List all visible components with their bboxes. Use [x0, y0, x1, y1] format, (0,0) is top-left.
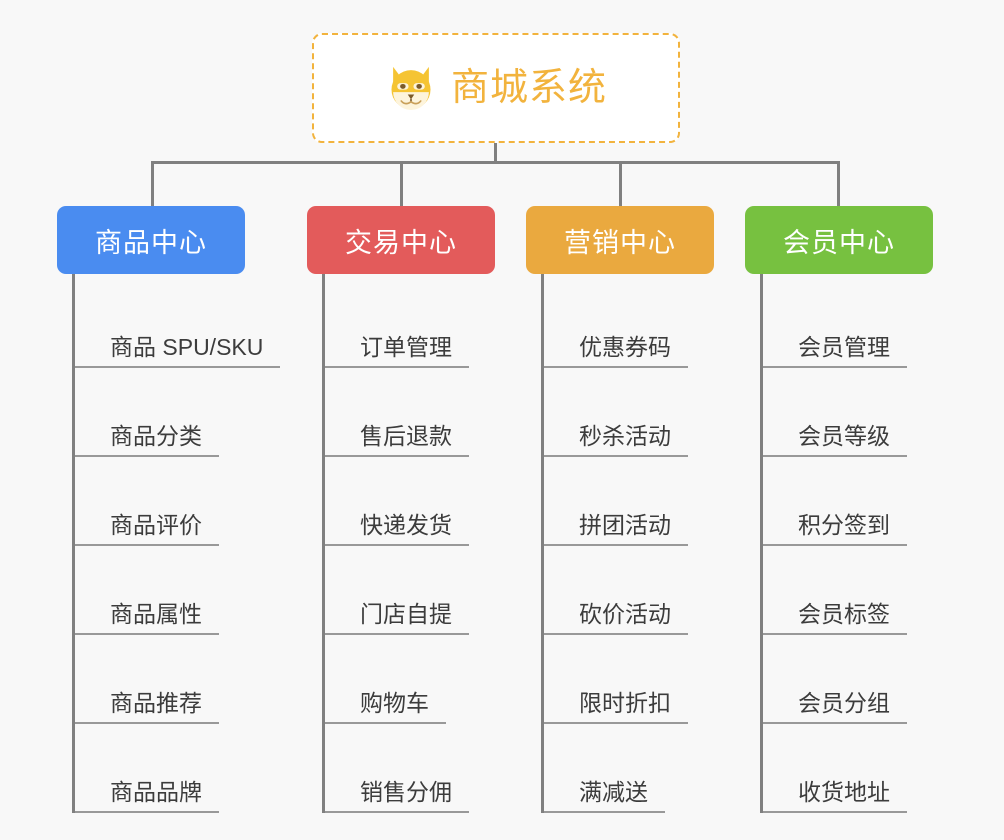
- list-item-label: 购物车: [360, 690, 429, 717]
- category-header-label: 商品中心: [95, 227, 207, 258]
- leaf-underline: [75, 811, 219, 813]
- list-item-label: 商品属性: [110, 601, 202, 628]
- list-item[interactable]: 会员标签: [763, 546, 933, 635]
- leaf-underline: [75, 366, 280, 368]
- leaf-list-member-center: 会员管理 会员等级 积分签到 会员标签 会员分组 收货地址: [760, 274, 933, 813]
- category-header-marketing-center[interactable]: 营销中心: [526, 206, 714, 274]
- list-item[interactable]: 满减送: [544, 724, 714, 813]
- connector-horizontal-bar: [151, 161, 840, 164]
- leaf-underline: [763, 633, 907, 635]
- branch-column-marketing-center: 营销中心 优惠券码 秒杀活动 拼团活动 砍价活动 限时折扣: [526, 206, 714, 813]
- list-item-label: 快递发货: [360, 512, 452, 539]
- branch-column-product-center: 商品中心 商品 SPU/SKU 商品分类 商品评价 商品属性 商品推荐: [57, 206, 280, 813]
- list-item-label: 满减送: [579, 779, 648, 806]
- list-item[interactable]: 商品 SPU/SKU: [75, 279, 280, 368]
- list-item-label: 门店自提: [360, 601, 452, 628]
- leaf-underline: [325, 455, 469, 457]
- list-item[interactable]: 会员分组: [763, 635, 933, 724]
- list-item[interactable]: 商品评价: [75, 457, 263, 546]
- list-item-label: 售后退款: [360, 423, 452, 450]
- list-item[interactable]: 收货地址: [763, 724, 933, 813]
- leaf-underline: [763, 366, 907, 368]
- category-header-member-center[interactable]: 会员中心: [745, 206, 933, 274]
- list-item[interactable]: 商品品牌: [75, 724, 263, 813]
- list-item-label: 秒杀活动: [579, 423, 671, 450]
- leaf-underline: [75, 455, 219, 457]
- list-item-label: 限时折扣: [579, 690, 671, 717]
- category-header-product-center[interactable]: 商品中心: [57, 206, 245, 274]
- list-item[interactable]: 拼团活动: [544, 457, 714, 546]
- list-item[interactable]: 门店自提: [325, 546, 495, 635]
- connector-drop-to-trade-center: [400, 161, 403, 206]
- list-item-label: 商品 SPU/SKU: [110, 334, 264, 361]
- leaf-underline: [325, 544, 469, 546]
- leaf-underline: [544, 455, 688, 457]
- list-item-label: 会员标签: [798, 601, 890, 628]
- list-item[interactable]: 限时折扣: [544, 635, 714, 724]
- list-item-label: 砍价活动: [579, 601, 671, 628]
- list-item[interactable]: 会员等级: [763, 368, 933, 457]
- list-item[interactable]: 订单管理: [325, 279, 495, 368]
- leaf-list-product-center: 商品 SPU/SKU 商品分类 商品评价 商品属性 商品推荐 商品品牌: [72, 274, 280, 813]
- list-item-label: 优惠券码: [579, 334, 671, 361]
- leaf-underline: [325, 722, 446, 724]
- list-item-label: 会员等级: [798, 423, 890, 450]
- leaf-underline: [763, 455, 907, 457]
- leaf-underline: [763, 811, 907, 813]
- list-item-label: 商品推荐: [110, 690, 202, 717]
- list-item-label: 收货地址: [798, 779, 890, 806]
- leaf-underline: [325, 811, 469, 813]
- connector-drop-to-member-center: [837, 161, 840, 206]
- connector-drop-to-product-center: [151, 161, 154, 206]
- category-header-label: 会员中心: [783, 227, 895, 258]
- leaf-underline: [763, 544, 907, 546]
- list-item-label: 积分签到: [798, 512, 890, 539]
- leaf-underline: [325, 366, 469, 368]
- list-item[interactable]: 会员管理: [763, 279, 933, 368]
- list-item[interactable]: 积分签到: [763, 457, 933, 546]
- list-item-label: 会员分组: [798, 690, 890, 717]
- leaf-underline: [75, 722, 219, 724]
- list-item-label: 销售分佣: [360, 779, 452, 806]
- leaf-underline: [544, 544, 688, 546]
- list-item-label: 商品分类: [110, 423, 202, 450]
- leaf-list-trade-center: 订单管理 售后退款 快递发货 门店自提 购物车 销售分佣: [322, 274, 495, 813]
- root-node-mall-system[interactable]: 商城系统: [312, 33, 680, 143]
- leaf-underline: [75, 544, 219, 546]
- list-item-label: 拼团活动: [579, 512, 671, 539]
- list-item-label: 订单管理: [360, 334, 452, 361]
- connector-root-stem: [494, 143, 497, 163]
- branch-column-trade-center: 交易中心 订单管理 售后退款 快递发货 门店自提 购物车: [307, 206, 495, 813]
- list-item[interactable]: 快递发货: [325, 457, 495, 546]
- list-item[interactable]: 购物车: [325, 635, 495, 724]
- leaf-underline: [544, 722, 688, 724]
- shiba-dog-face-icon: [391, 66, 431, 111]
- category-header-label: 交易中心: [345, 227, 457, 258]
- root-title: 商城系统: [450, 67, 607, 109]
- list-item[interactable]: 售后退款: [325, 368, 495, 457]
- leaf-underline: [325, 633, 469, 635]
- list-item[interactable]: 秒杀活动: [544, 368, 714, 457]
- list-item-label: 商品评价: [110, 512, 202, 539]
- leaf-underline: [544, 366, 688, 368]
- leaf-underline: [544, 811, 665, 813]
- leaf-list-marketing-center: 优惠券码 秒杀活动 拼团活动 砍价活动 限时折扣 满减送: [541, 274, 714, 813]
- category-header-label: 营销中心: [564, 227, 676, 258]
- list-item[interactable]: 优惠券码: [544, 279, 714, 368]
- list-item-label: 会员管理: [798, 334, 890, 361]
- leaf-underline: [544, 633, 688, 635]
- list-item[interactable]: 销售分佣: [325, 724, 495, 813]
- leaf-underline: [75, 633, 219, 635]
- list-item[interactable]: 商品分类: [75, 368, 263, 457]
- leaf-underline: [763, 722, 907, 724]
- list-item-label: 商品品牌: [110, 779, 202, 806]
- list-item[interactable]: 砍价活动: [544, 546, 714, 635]
- category-header-trade-center[interactable]: 交易中心: [307, 206, 495, 274]
- connector-drop-to-marketing-center: [619, 161, 622, 206]
- list-item[interactable]: 商品属性: [75, 546, 263, 635]
- branch-column-member-center: 会员中心 会员管理 会员等级 积分签到 会员标签 会员分组: [745, 206, 933, 813]
- list-item[interactable]: 商品推荐: [75, 635, 263, 724]
